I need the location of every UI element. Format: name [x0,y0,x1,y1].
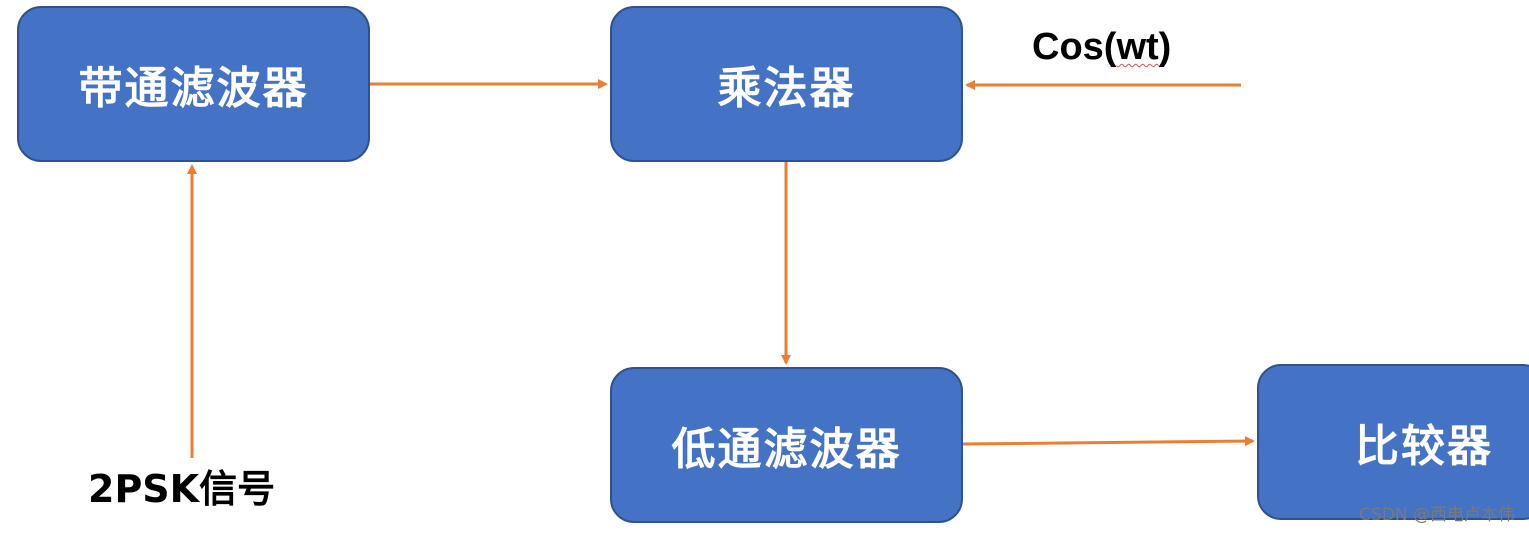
carrier-suffix: ) [1158,26,1172,68]
multiplier-label: 乘法器 [717,63,856,114]
watermark: CSDN @西电卢本伟 [1359,505,1515,525]
multiplier-block: 乘法器 [610,6,963,162]
carrier-spellcheck-text: wt [1116,26,1159,68]
carrier-prefix: Cos( [1032,26,1117,68]
bandpass-filter-block: 带通滤波器 [17,6,370,162]
carrier-signal-label: Cos(wt) [1032,26,1171,69]
lowpass-filter-label: 低通滤波器 [671,424,902,475]
comparator-label: 比较器 [1355,421,1493,472]
input-signal-label: 2PSK信号 [88,467,276,511]
arrow-lowpass-to-comparator [962,436,1255,447]
lowpass-filter-block: 低通滤波器 [610,367,963,523]
bandpass-filter-label: 带通滤波器 [78,63,309,114]
comparator-block: 比较器 [1257,364,1529,520]
